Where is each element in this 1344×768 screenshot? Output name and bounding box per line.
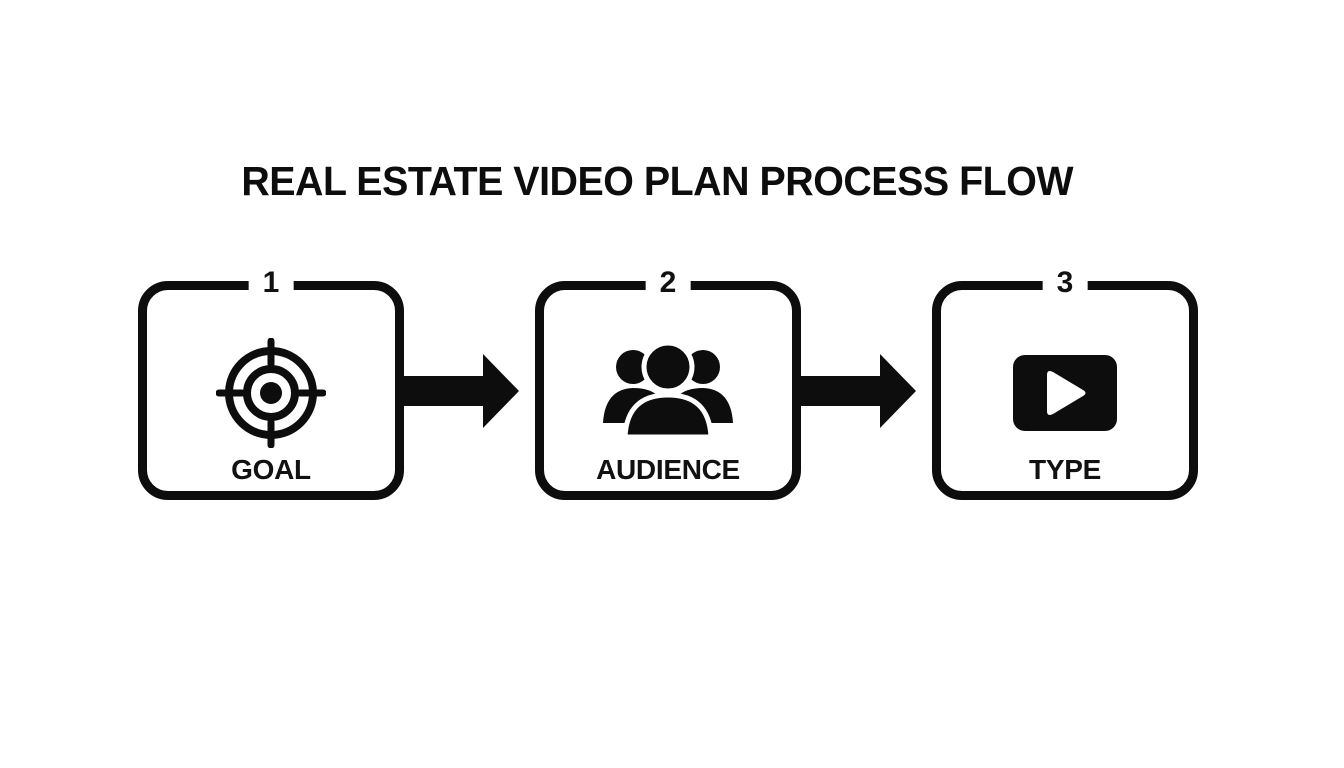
step-number: 3 [1042, 266, 1088, 300]
step-box-goal: 1 GOAL [138, 266, 404, 500]
arrow-right-icon [401, 354, 519, 428]
diagram-title: REAL ESTATE VIDEO PLAN PROCESS FLOW [0, 158, 1344, 205]
step-box-type: 3 TYPE [932, 266, 1198, 500]
arrow-right-icon [798, 354, 916, 428]
step-label: TYPE [1029, 454, 1101, 485]
video-play-icon [1000, 338, 1130, 448]
step-label: AUDIENCE [596, 454, 740, 485]
target-icon [206, 338, 336, 448]
step-box-audience: 2 AUDIENCE [535, 266, 801, 500]
users-group-icon [603, 338, 733, 448]
step-number: 1 [248, 266, 294, 300]
diagram-title-text: REAL ESTATE VIDEO PLAN PROCESS FLOW [241, 158, 1073, 204]
step-label: GOAL [231, 454, 311, 485]
step-number: 2 [645, 266, 691, 300]
